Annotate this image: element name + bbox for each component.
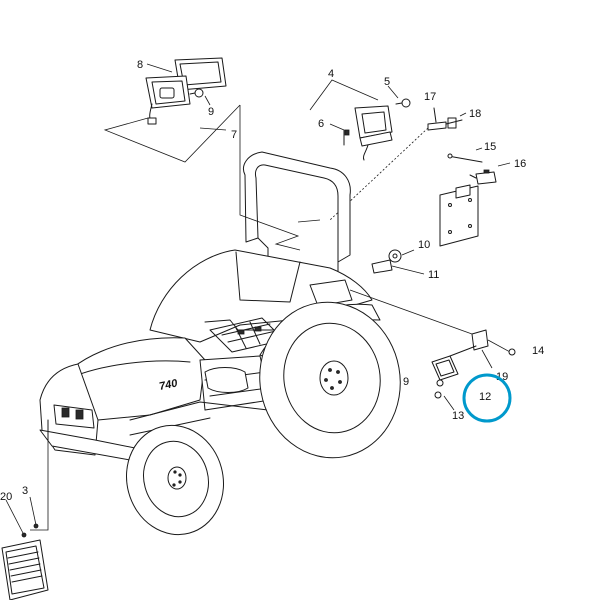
highlight-circle-callout-12 — [462, 373, 512, 423]
callout-8: 8 — [137, 59, 143, 71]
callout-18: 18 — [469, 108, 481, 120]
callout-10: 10 — [418, 239, 430, 251]
rear-lamp-assembly — [349, 289, 516, 411]
callout-labels: 8 9 7 4 5 6 17 18 15 16 10 11 14 19 9 12… — [0, 59, 544, 503]
work-lamp-assembly-top — [309, 79, 411, 161]
callout-15: 15 — [484, 141, 496, 153]
head-lamp-assembly-top — [103, 57, 241, 163]
hood-model-badge: 740 — [158, 377, 179, 393]
callout-3: 3 — [22, 485, 28, 497]
bracket-parts-10-11 — [371, 249, 425, 275]
callout-13: 13 — [452, 410, 464, 422]
callout-9-top: 9 — [208, 106, 214, 118]
rear-bracket-assembly — [329, 107, 511, 247]
callout-20: 20 — [0, 491, 12, 503]
callout-11: 11 — [428, 269, 439, 281]
callout-12: 12 — [479, 391, 491, 403]
callout-4: 4 — [328, 68, 334, 80]
callout-16: 16 — [514, 158, 526, 170]
roll-over-protection-bar — [239, 105, 351, 279]
callout-17: 17 — [424, 91, 436, 103]
callout-6: 6 — [318, 118, 324, 130]
callout-14: 14 — [532, 345, 544, 357]
callout-7: 7 — [231, 129, 237, 141]
rear-wheel — [259, 301, 401, 459]
front-headlamp-assembly — [1, 440, 49, 600]
callout-5: 5 — [384, 76, 390, 88]
front-wheel — [125, 424, 225, 536]
callout-9-rear: 9 — [403, 376, 409, 388]
